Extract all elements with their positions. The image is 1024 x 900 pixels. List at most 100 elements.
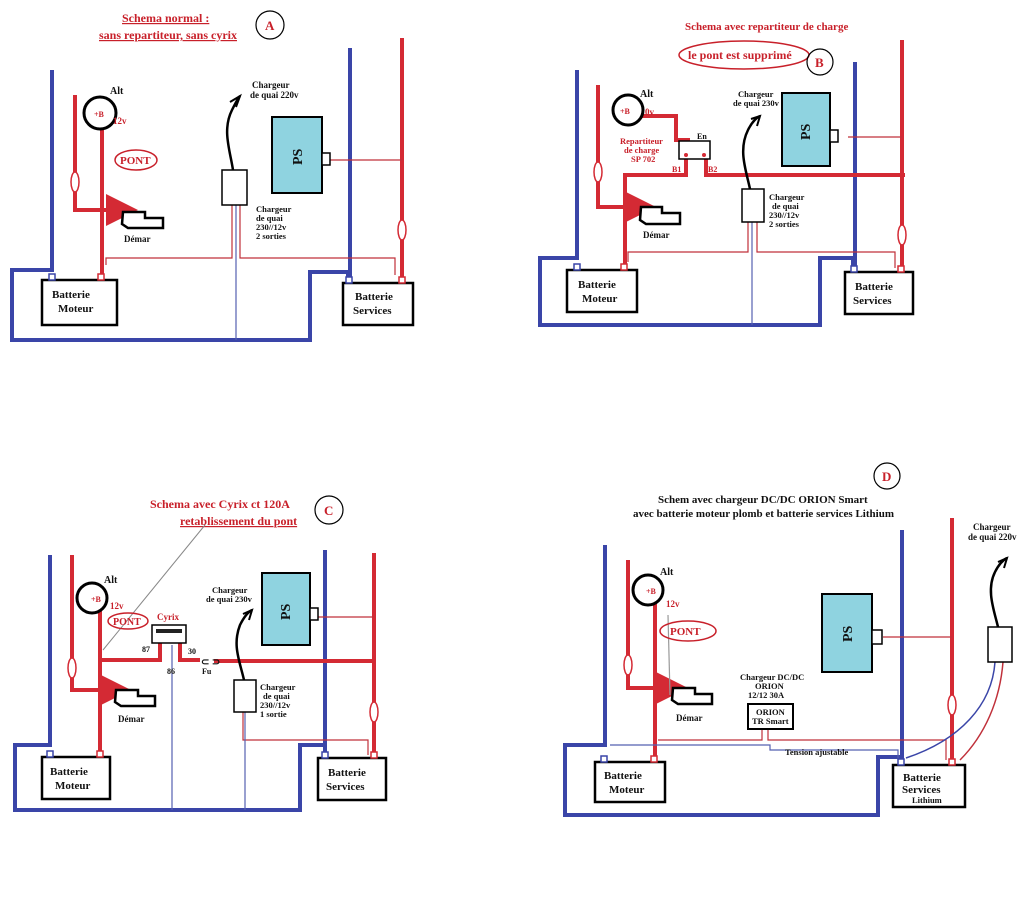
panel-a-fuse-left bbox=[70, 171, 80, 193]
panel-c-pont-oval bbox=[107, 612, 149, 630]
panel-b: Schema avec repartiteur de charge le pon… bbox=[538, 21, 915, 327]
panel-c: Schema avec Cyrix ct 120A retablissement… bbox=[13, 495, 388, 812]
panel-b-b2: B2 bbox=[708, 165, 717, 174]
panel-b-title-1: Schema avec repartiteur de charge bbox=[685, 21, 848, 33]
panel-c-charger-plug bbox=[235, 608, 253, 681]
panel-c-fuse-right bbox=[369, 701, 379, 723]
panel-c-title-1: Schema avec Cyrix ct 120A bbox=[150, 497, 290, 511]
panel-b-battery-motor bbox=[565, 268, 639, 314]
panel-b-fuse-right bbox=[897, 224, 907, 246]
panel-b-demar: Démar bbox=[643, 230, 670, 240]
panel-c-alt-label: Alt bbox=[104, 575, 118, 586]
panel-b-rep-label-1: Repartiteur bbox=[620, 136, 663, 146]
panel-d-bm-label-1: Batterie bbox=[604, 770, 642, 782]
panel-d-charger-box bbox=[987, 626, 1013, 663]
panel-d-bm-label-2: Moteur bbox=[609, 784, 645, 796]
panel-a-bm-term-pos bbox=[97, 273, 105, 281]
panel-b-0v: 0v bbox=[645, 107, 655, 117]
panel-a-bm-label-1: Batterie bbox=[52, 289, 90, 301]
panel-b-charger-lbl-4: 2 sorties bbox=[769, 219, 800, 229]
panel-d-bm-term-pos bbox=[650, 755, 658, 763]
panel-d-pont: PONT bbox=[670, 626, 701, 638]
panel-b-plusb: +B bbox=[620, 107, 631, 116]
panel-d-battery-services bbox=[891, 763, 967, 809]
panel-c-pos-cyrix bbox=[100, 642, 162, 662]
panel-d-charger-top-1: Chargeur bbox=[973, 522, 1011, 532]
panel-d-thin-red-orion-out bbox=[767, 728, 947, 760]
panel-d-orion-top-2: ORION bbox=[755, 681, 785, 691]
panel-d-letter: D bbox=[882, 469, 891, 484]
panel-b-pos-alt bbox=[640, 114, 690, 142]
panel-b-bm-label-2: Moteur bbox=[582, 293, 618, 305]
panel-b-bs-label-2: Services bbox=[853, 295, 892, 307]
panel-b-rep-term-1 bbox=[684, 153, 688, 157]
panel-a-plug-icon bbox=[229, 93, 242, 108]
panel-c-12v: 12v bbox=[110, 601, 124, 611]
panel-b-rep-label-2: de charge bbox=[624, 145, 659, 155]
panel-d-alt-label: Alt bbox=[660, 567, 674, 578]
panel-b-ps-label: PS bbox=[799, 123, 814, 140]
panel-d-thin-blue-orion bbox=[610, 744, 899, 760]
panel-a-charger-box bbox=[221, 169, 248, 206]
panel-d-plug-icon bbox=[997, 556, 1009, 569]
panel-a-title-1: Schema normal : bbox=[122, 11, 209, 25]
panel-c-ps-connector bbox=[309, 607, 319, 621]
panel-c-demar: Démar bbox=[118, 714, 145, 724]
panel-d-title-1: Schem avec chargeur DC/DC ORION Smart bbox=[658, 494, 868, 506]
panel-a-charger-lbl-4: 2 sorties bbox=[256, 231, 287, 241]
panel-d-charger-plug bbox=[989, 556, 1008, 628]
panel-d-tension: Tension ajustable bbox=[785, 747, 848, 757]
panel-b-alt-label: Alt bbox=[640, 89, 654, 100]
panel-c-bs-label-1: Batterie bbox=[328, 767, 366, 779]
panel-b-neg-main bbox=[538, 70, 855, 327]
panel-d-letter-circle bbox=[873, 462, 901, 490]
panel-b-charger-top-1: Chargeur bbox=[738, 89, 774, 99]
panel-b-rep-label-3: SP 702 bbox=[631, 154, 655, 164]
panel-a-fuse-right bbox=[397, 219, 407, 241]
panel-a-title-2: sans repartiteur, sans cyrix bbox=[99, 28, 237, 42]
panel-b-bm-term-pos bbox=[620, 263, 628, 271]
panel-d-ps-label: PS bbox=[841, 625, 856, 642]
panel-b-en: En bbox=[697, 132, 707, 141]
panel-c-thin-red bbox=[242, 712, 369, 755]
panel-b-alternator bbox=[611, 93, 645, 127]
panel-a-ps-connector bbox=[321, 152, 331, 166]
panel-a-charger-top-2: de quai 220v bbox=[250, 90, 299, 100]
panel-d-demar: Démar bbox=[676, 713, 703, 723]
panel-c-bm-term-neg bbox=[46, 750, 54, 758]
panel-b-bm-term-neg bbox=[573, 263, 581, 271]
panel-c-fuse-left bbox=[67, 657, 77, 679]
panel-b-pos-b2 bbox=[704, 158, 905, 177]
panel-b-starter bbox=[638, 205, 682, 226]
panel-b-letter: B bbox=[815, 55, 824, 70]
panel-a-starter bbox=[120, 210, 165, 230]
panel-c-charger-lbl-3: 230//12v bbox=[260, 700, 291, 710]
panel-c-cyrix-label: Cyrix bbox=[157, 612, 179, 622]
panel-c-letter-circle bbox=[314, 495, 344, 525]
panel-c-letter: C bbox=[324, 503, 333, 518]
panel-d-orion-box bbox=[747, 703, 794, 730]
panel-c-cyrix-inner bbox=[156, 629, 182, 633]
panel-a-letter-circle bbox=[255, 10, 285, 40]
panel-d-plusb: +B bbox=[646, 587, 657, 596]
panel-d-charger-top-2: de quai 220v bbox=[968, 532, 1017, 542]
panel-c-plug-icon bbox=[242, 608, 254, 621]
panel-b-rep-term-2 bbox=[702, 153, 706, 157]
panel-b-charger-lbl-2: de quai bbox=[772, 201, 799, 211]
panel-b-bm-label-1: Batterie bbox=[578, 279, 616, 291]
panel-a-charger-plug bbox=[225, 95, 241, 171]
panel-a-battery-motor bbox=[40, 278, 119, 327]
panel-b-charger-lbl-3: 230//12v bbox=[769, 210, 800, 220]
panel-c-87: 87 bbox=[142, 645, 150, 654]
panel-d-fuse-left bbox=[623, 654, 633, 676]
panel-d-orion-box-2: TR Smart bbox=[752, 716, 789, 726]
panel-b-plug-icon bbox=[750, 114, 762, 127]
panel-a-alt-label: Alt bbox=[110, 86, 124, 97]
panel-c-bm-term-pos bbox=[96, 750, 104, 758]
panel-d-fuse-right bbox=[947, 694, 957, 716]
panel-c-battery-services bbox=[316, 756, 388, 802]
panel-a: Schema normal : sans repartiteur, sans c… bbox=[10, 10, 415, 342]
panel-c-leader-line bbox=[102, 524, 206, 651]
panel-a-bm-label-2: Moteur bbox=[58, 303, 94, 315]
panel-d-12v: 12v bbox=[666, 599, 680, 609]
